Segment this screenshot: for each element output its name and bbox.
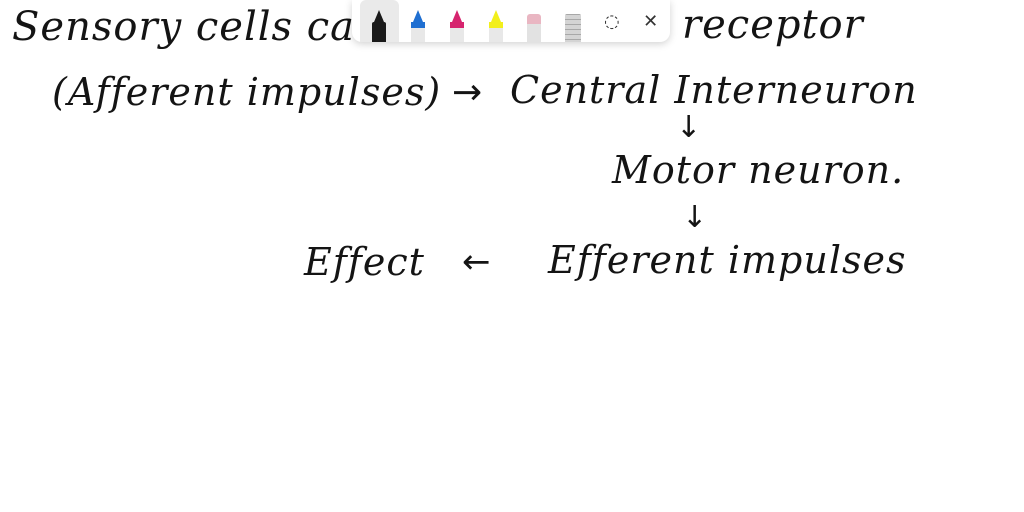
down-arrow-2: ↓ bbox=[682, 200, 708, 235]
pen-icon bbox=[411, 10, 426, 42]
eraser-icon bbox=[527, 14, 542, 42]
handwritten-line-1-left: Sensory cells ca bbox=[12, 4, 356, 50]
pen-icon bbox=[449, 10, 464, 42]
handwritten-afferent-impulses: (Afferent impulses) bbox=[52, 70, 442, 114]
close-icon[interactable]: ✕ bbox=[643, 10, 659, 32]
handwritten-line-1-right: receptor bbox=[682, 2, 864, 48]
handwritten-central-interneuron: Central Interneuron bbox=[510, 68, 918, 112]
ruler-button[interactable] bbox=[554, 0, 593, 42]
pen-magenta-button[interactable] bbox=[438, 0, 477, 42]
highlighter-yellow-button[interactable] bbox=[476, 0, 515, 42]
left-arrow: ← bbox=[462, 242, 491, 282]
handwritten-efferent-impulses: Efferent impulses bbox=[548, 238, 907, 282]
handwritten-motor-neuron: Motor neuron. bbox=[612, 148, 905, 192]
pen-toolbar: ◌ ✕ bbox=[352, 0, 670, 42]
eraser-button[interactable] bbox=[515, 0, 554, 42]
ruler-icon bbox=[565, 14, 582, 42]
pen-icon bbox=[372, 10, 387, 42]
lasso-icon[interactable]: ◌ bbox=[604, 10, 620, 32]
pen-blue-button[interactable] bbox=[399, 0, 438, 42]
highlighter-icon bbox=[488, 10, 503, 42]
down-arrow-1: ↓ bbox=[676, 110, 702, 145]
handwritten-effect: Effect bbox=[304, 240, 425, 284]
pen-black-button[interactable] bbox=[360, 0, 399, 42]
right-arrow: → bbox=[452, 72, 483, 113]
